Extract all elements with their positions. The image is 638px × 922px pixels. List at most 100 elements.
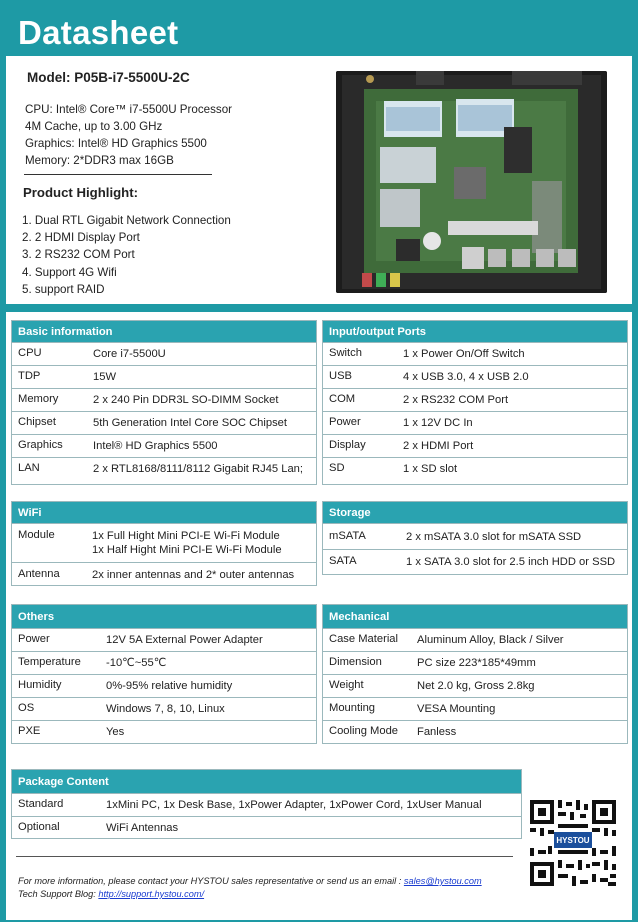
contact-note: For more information, please contact you… xyxy=(18,876,482,886)
highlight-item: 4. Support 4G Wifi xyxy=(22,265,117,279)
support-text: Tech Support Blog: xyxy=(18,889,99,899)
package-table: Package Content Standard 1xMini PC, 1x De… xyxy=(11,769,522,839)
row-value: Aluminum Alloy, Black / Silver xyxy=(417,634,564,646)
row-key: COM xyxy=(329,393,356,405)
email-link[interactable]: sales@hystou.com xyxy=(403,876,482,886)
table-row: Power 1 x 12V DC In xyxy=(323,411,627,434)
table-header: Storage xyxy=(323,502,627,523)
highlight-item: 2. 2 HDMI Display Port xyxy=(22,231,140,245)
row-key: Power xyxy=(329,416,361,428)
row-value: Yes xyxy=(106,726,125,738)
contact-text: For more information, please contact you… xyxy=(18,876,404,886)
motherboard-photo xyxy=(336,71,607,293)
row-value: 15W xyxy=(93,371,117,383)
row-value: 1xMini PC, 1x Desk Base, 1xPower Adapter… xyxy=(106,799,482,811)
row-key: Display xyxy=(329,439,366,451)
row-key: mSATA xyxy=(329,530,366,542)
row-key: OS xyxy=(18,702,35,714)
support-note: Tech Support Blog: http://support.hystou… xyxy=(18,889,204,899)
table-header: Basic information xyxy=(12,321,316,342)
row-key: LAN xyxy=(18,462,40,474)
table-header: Input/output Ports xyxy=(323,321,627,342)
io-ports-table: Input/output Ports Switch 1 x Power On/Of… xyxy=(322,320,628,485)
highlight-item: 5. support RAID xyxy=(22,282,105,296)
motherboard-illustration xyxy=(336,71,607,293)
row-key: Dimension xyxy=(329,656,382,668)
table-row: Module 1x Full Hight Mini PCI-E Wi-Fi Mo… xyxy=(12,523,316,562)
row-key: Switch xyxy=(329,347,362,359)
table-row: TDP 15W xyxy=(12,365,316,388)
table-row: Case Material Aluminum Alloy, Black / Sil… xyxy=(323,628,627,651)
row-key: Chipset xyxy=(18,416,56,428)
others-table: Others Power 12V 5A External Power Adapte… xyxy=(11,604,317,744)
table-row: Temperature -10℃~55℃ xyxy=(12,651,316,674)
row-key: TDP xyxy=(18,370,41,382)
row-value: 1 x SD slot xyxy=(403,463,458,475)
spec-line: Memory: 2*DDR3 max 16GB xyxy=(25,154,174,167)
table-row: Chipset 5th Generation Intel Core SOC Chi… xyxy=(12,411,316,434)
table-row: Power 12V 5A External Power Adapter xyxy=(12,628,316,651)
row-value: 2 x HDMI Port xyxy=(403,440,474,452)
row-value: Intel® HD Graphics 5500 xyxy=(93,440,218,452)
row-key: USB xyxy=(329,370,353,382)
row-key: Cooling Mode xyxy=(329,725,399,737)
row-value: 2 x 240 Pin DDR3L SO-DIMM Socket xyxy=(93,394,279,406)
row-value: 1 x SATA 3.0 slot for 2.5 inch HDD or SS… xyxy=(406,556,616,568)
table-header: Package Content xyxy=(12,770,521,793)
row-value: Windows 7, 8, 10, Linux xyxy=(106,703,225,715)
spec-line: Graphics: Intel® HD Graphics 5500 xyxy=(25,137,207,150)
row-key: Power xyxy=(18,633,50,645)
row-value: 2 x mSATA 3.0 slot for mSATA SSD xyxy=(406,531,582,543)
table-row: SATA 1 x SATA 3.0 slot for 2.5 inch HDD o… xyxy=(323,549,627,574)
table-header: Mechanical xyxy=(323,605,627,628)
row-key: PXE xyxy=(18,725,41,737)
spec-line: 4M Cache, up to 3.00 GHz xyxy=(25,120,163,133)
table-row: Antenna 2x inner antennas and 2* outer an… xyxy=(12,562,316,585)
row-key: Antenna xyxy=(18,568,60,580)
row-value: 2x inner antennas and 2* outer antennas xyxy=(92,569,295,581)
row-value: 1x Half Hight Mini PCI-E Wi-Fi Module xyxy=(92,544,282,556)
table-row: Display 2 x HDMI Port xyxy=(323,434,627,457)
row-key: Temperature xyxy=(18,656,81,668)
table-header: WiFi xyxy=(12,502,316,523)
row-key: Case Material xyxy=(329,633,399,645)
table-header: Others xyxy=(12,605,316,628)
row-key: Standard xyxy=(18,798,64,810)
support-blog-link[interactable]: http://support.hystou.com/ xyxy=(98,889,205,899)
row-value: 1 x Power On/Off Switch xyxy=(403,348,525,360)
highlight-title: Product Highlight: xyxy=(23,185,139,200)
highlight-list: 1. Dual RTL Gigabit Network Connection 2… xyxy=(22,212,231,298)
highlight-item: 3. 2 RS232 COM Port xyxy=(22,248,135,262)
highlight-item: 1. Dual RTL Gigabit Network Connection xyxy=(22,214,231,227)
row-value: 5th Generation Intel Core SOC Chipset xyxy=(93,417,288,429)
table-row: Switch 1 x Power On/Off Switch xyxy=(323,342,627,365)
model-name: Model: P05B-i7-5500U-2C xyxy=(27,70,190,85)
table-row: LAN 2 x RTL8168/8111/8112 Gigabit RJ45 La… xyxy=(12,457,316,480)
footer-divider xyxy=(16,856,513,857)
row-key: SATA xyxy=(329,555,357,567)
product-summary-panel: Model: P05B-i7-5500U-2C CPU: Intel® Core… xyxy=(6,56,632,304)
row-value: 2 x RTL8168/8111/8112 Gigabit RJ45 Lan; xyxy=(93,463,304,475)
qr-code: HYSTOU xyxy=(528,798,618,888)
row-value: 12V 5A External Power Adapter xyxy=(106,634,263,646)
row-value: 1x Full Hight Mini PCI-E Wi-Fi Module xyxy=(92,530,280,542)
row-value: -10℃~55℃ xyxy=(106,657,167,669)
qr-brand-label: HYSTOU xyxy=(556,836,589,845)
row-value: 1 x 12V DC In xyxy=(403,417,473,429)
page-title: Datasheet xyxy=(18,14,179,51)
storage-table: Storage mSATA 2 x mSATA 3.0 slot for mSAT… xyxy=(322,501,628,575)
table-row: Standard 1xMini PC, 1x Desk Base, 1xPower… xyxy=(12,793,521,816)
row-value: Core i7-5500U xyxy=(93,348,166,360)
row-key: Optional xyxy=(18,821,60,833)
